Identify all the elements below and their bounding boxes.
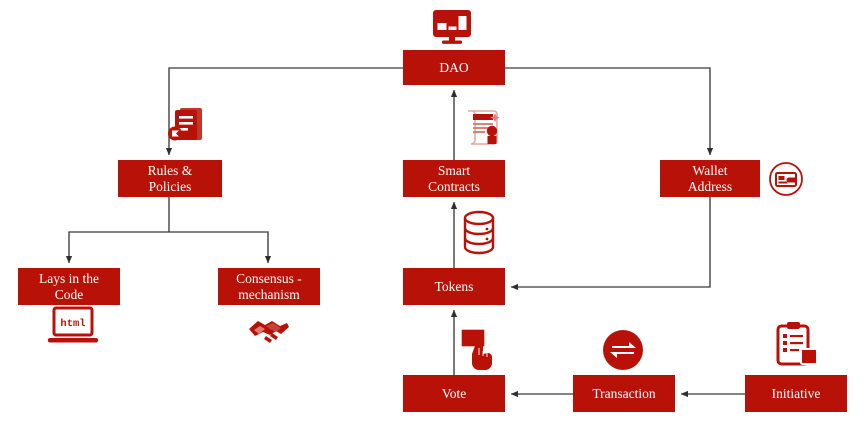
cursor-click-icon: [458, 326, 502, 372]
clipboard-list-icon: [772, 320, 822, 370]
edge-dao-to-wallet: [505, 67, 714, 156]
edge-rules-to-lays: [65, 231, 169, 264]
laptop-html-icon: html: [45, 305, 101, 351]
node-rules-policies-label: Rules & Policies: [147, 163, 193, 194]
svg-text:html: html: [60, 318, 85, 330]
node-initiative[interactable]: Initiative: [745, 375, 847, 412]
node-dao[interactable]: DAO: [403, 50, 505, 85]
node-smart-contracts[interactable]: Smart Contracts: [403, 160, 505, 197]
contract-seal-icon: [460, 103, 508, 151]
edge-rules-to-consensus: [169, 231, 272, 264]
node-lays-in-the-code-label: Lays in the Code: [39, 271, 99, 302]
edge-wallet-to-tokens: [510, 197, 711, 291]
handshake-icon: [246, 313, 292, 349]
node-tokens[interactable]: Tokens: [403, 268, 505, 305]
wallet-card-icon: [768, 161, 804, 197]
node-consensus-mechanism[interactable]: Consensus - mechanism: [218, 268, 320, 305]
node-vote-label: Vote: [441, 385, 467, 401]
node-consensus-mechanism-label: Consensus - mechanism: [236, 271, 302, 302]
node-lays-in-the-code[interactable]: Lays in the Code: [18, 268, 120, 305]
database-stack-icon: [456, 208, 502, 258]
node-vote[interactable]: Vote: [403, 375, 505, 412]
node-smart-contracts-label: Smart Contracts: [428, 163, 480, 194]
node-wallet-address[interactable]: Wallet Address: [660, 160, 760, 197]
node-wallet-address-label: Wallet Address: [687, 163, 733, 194]
rulebook-icon: [163, 104, 209, 150]
edge-dao-to-rules: [165, 67, 403, 156]
exchange-circle-icon: [600, 327, 646, 373]
node-transaction-label: Transaction: [592, 385, 656, 401]
node-tokens-label: Tokens: [434, 278, 474, 294]
node-rules-policies[interactable]: Rules & Policies: [118, 160, 222, 197]
monitor-dashboard-icon: [431, 8, 473, 46]
node-dao-label: DAO: [439, 59, 469, 75]
node-transaction[interactable]: Transaction: [573, 375, 675, 412]
node-initiative-label: Initiative: [771, 385, 821, 401]
